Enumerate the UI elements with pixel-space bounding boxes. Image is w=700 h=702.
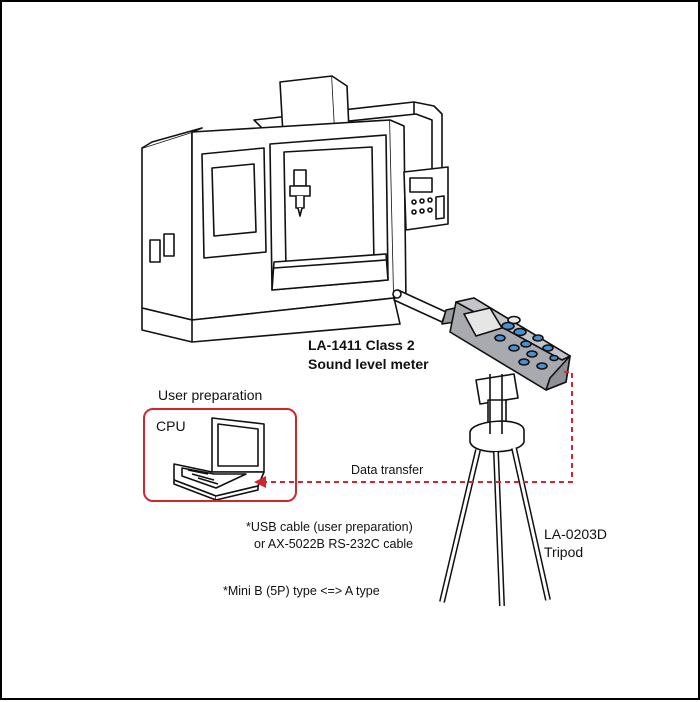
user-preparation-label: User preparation	[158, 387, 263, 403]
data-transfer-cable	[264, 371, 573, 483]
machining-center-illustration	[141, 75, 449, 343]
cable-note-line1: *USB cable (user preparation)	[246, 520, 413, 534]
cable-note-line2: or AX-5022B RS-232C cable	[254, 537, 414, 551]
tripod-label-line2: Tripod	[544, 544, 584, 560]
data-transfer-label: Data transfer	[351, 463, 424, 477]
meter-label-line2: Sound level meter	[308, 356, 429, 372]
laptop-illustration	[173, 417, 265, 501]
sound-level-meter-illustration	[392, 289, 571, 391]
mini-b-note: *Mini B (5P) type <=> A type	[223, 584, 380, 598]
cpu-box	[143, 408, 297, 502]
data-transfer-arrowhead	[254, 476, 266, 488]
cpu-label: CPU	[156, 418, 186, 434]
tripod-label-line1: LA-0203D	[544, 526, 608, 542]
meter-label-line1: LA-1411 Class 2	[308, 337, 415, 353]
tripod-illustration	[439, 373, 551, 607]
